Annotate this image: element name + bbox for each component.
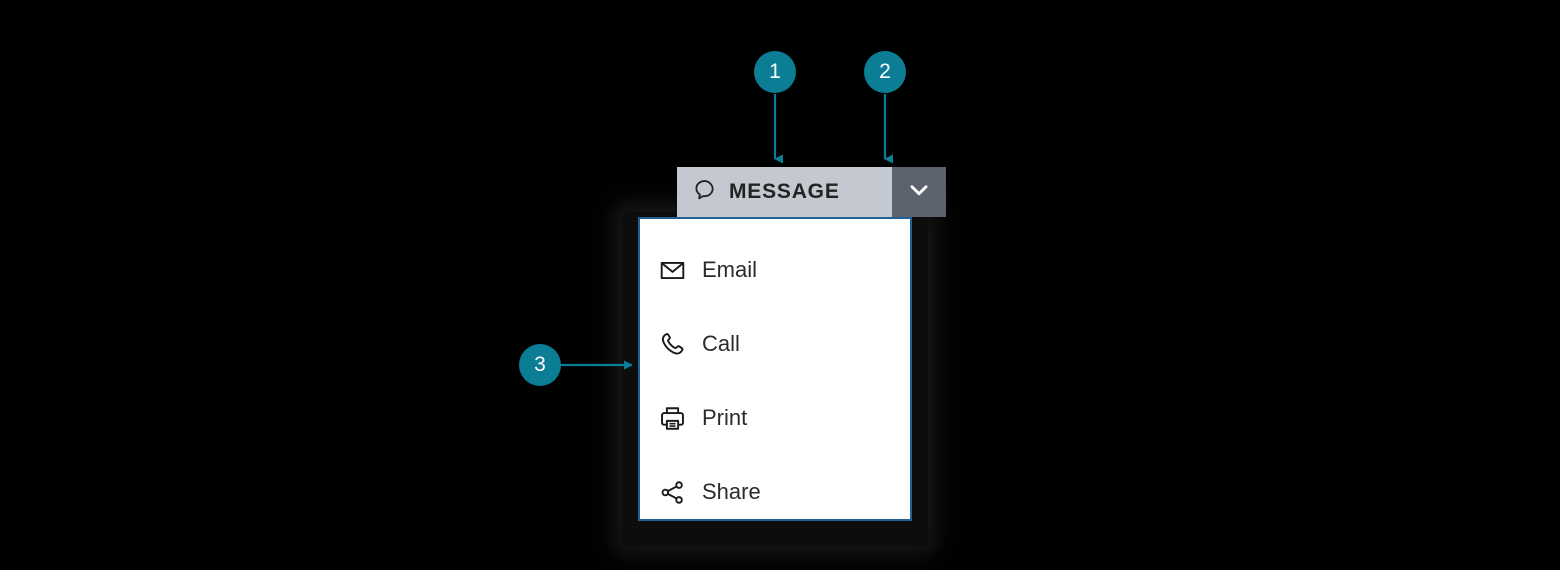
- menu-item-email[interactable]: Email: [640, 241, 910, 299]
- printer-icon: [657, 403, 687, 433]
- dropdown-menu: Email Call Print: [638, 217, 912, 521]
- dropdown-menu-list: Email Call Print: [640, 219, 910, 521]
- chevron-down-icon: [906, 177, 932, 208]
- message-button-label: MESSAGE: [729, 180, 840, 203]
- chat-bubble-icon: [693, 178, 716, 206]
- message-button[interactable]: MESSAGE: [677, 167, 892, 217]
- menu-item-print[interactable]: Print: [640, 389, 910, 447]
- envelope-icon: [657, 255, 687, 285]
- menu-item-share[interactable]: Share: [640, 463, 910, 521]
- phone-icon: [657, 329, 687, 359]
- menu-item-label: Print: [702, 405, 748, 430]
- share-nodes-icon: [657, 477, 687, 507]
- callout-marker-2: 2: [864, 51, 906, 93]
- callout-marker-3: 3: [519, 344, 561, 386]
- dropdown-toggle-button[interactable]: [892, 167, 946, 217]
- menu-item-call[interactable]: Call: [640, 315, 910, 373]
- menu-item-label: Share: [702, 479, 761, 504]
- menu-item-label: Call: [702, 331, 740, 356]
- message-toolbar: MESSAGE: [677, 167, 946, 217]
- callout-marker-1: 1: [754, 51, 796, 93]
- menu-item-label: Email: [702, 257, 758, 282]
